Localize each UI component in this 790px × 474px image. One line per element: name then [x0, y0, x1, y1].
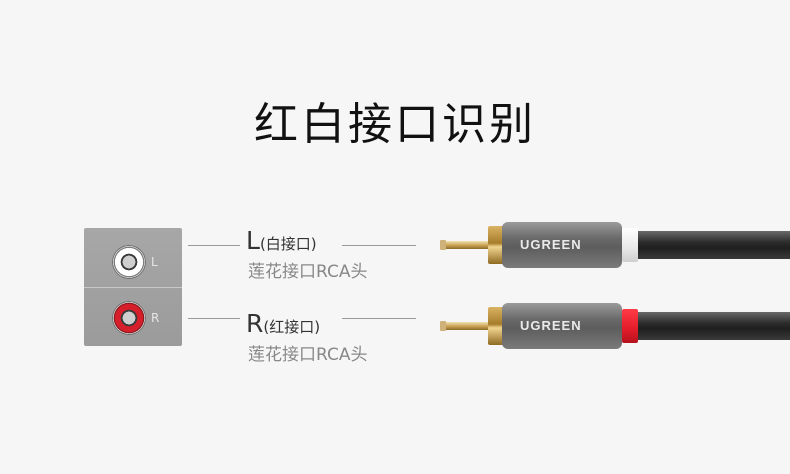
right-guide-line: [188, 318, 240, 319]
cable: [638, 312, 790, 340]
white-rca-jack-icon: [112, 245, 146, 279]
left-guide-line: [188, 245, 240, 246]
white-sleeve: [622, 228, 638, 262]
red-sleeve: [622, 309, 638, 343]
jack-label-right: R: [151, 311, 160, 325]
plug-pin-base: [440, 240, 446, 250]
connector-title-right: R(红接口): [246, 309, 320, 338]
jack-label-left: L: [151, 255, 158, 269]
plug-pin: [446, 241, 490, 249]
plug-body: UGREEN: [502, 222, 622, 268]
plug-body: UGREEN: [502, 303, 622, 349]
connector-paren-left: (白接口): [259, 235, 317, 253]
panel-divider: [84, 287, 182, 288]
red-rca-jack-icon: [112, 301, 146, 335]
connector-subtitle-right: 莲花接口RCA头: [248, 345, 368, 365]
brand-label: UGREEN: [520, 237, 582, 252]
plug-pin-base: [440, 321, 446, 331]
connector-paren-right: (红接口): [263, 318, 321, 336]
page-title: 红白接口识别: [254, 99, 536, 150]
right-guide-line-2: [342, 318, 416, 319]
plug-pin: [446, 322, 490, 330]
connector-letter-left: L: [246, 226, 260, 255]
red-rca-plug: UGREEN: [440, 303, 790, 349]
connector-letter-right: R: [246, 309, 264, 338]
cable: [638, 231, 790, 259]
white-rca-plug: UGREEN: [440, 222, 790, 268]
left-guide-line-2: [342, 245, 416, 246]
connector-title-left: L(白接口): [246, 226, 317, 255]
brand-label: UGREEN: [520, 318, 582, 333]
connector-subtitle-left: 莲花接口RCA头: [248, 262, 368, 282]
